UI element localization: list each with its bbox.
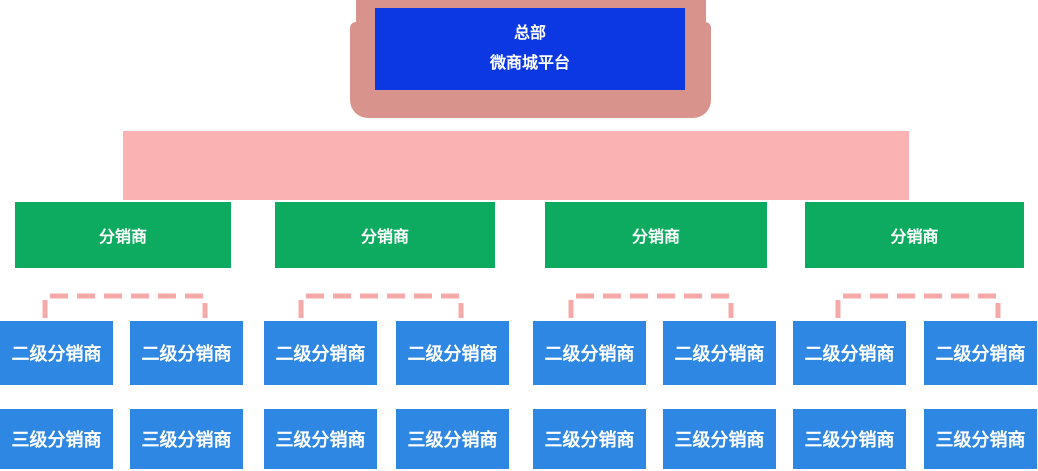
second-level-label: 二级分销商	[935, 344, 1026, 364]
third-level-label: 三级分销商	[275, 430, 366, 450]
distributor-node: 分销商	[15, 202, 231, 268]
second-level-node: 二级分销商	[663, 321, 776, 385]
second-level-label: 二级分销商	[11, 344, 102, 364]
second-level-label: 二级分销商	[804, 344, 895, 364]
distributor-label: 分销商	[360, 229, 409, 246]
dashed-bracket-connector	[42, 293, 208, 318]
second-level-node: 二级分销商	[396, 321, 509, 385]
distributor-label: 分销商	[98, 229, 147, 246]
distributor-node: 分销商	[545, 202, 767, 268]
distributor-label: 分销商	[631, 229, 680, 246]
third-level-node: 三级分销商	[793, 409, 906, 469]
third-level-node: 三级分销商	[533, 409, 646, 469]
root-node-subtitle: 微商城平台	[489, 55, 570, 72]
second-level-label: 二级分销商	[407, 344, 498, 364]
third-level-label: 三级分销商	[804, 430, 895, 450]
third-level-node: 三级分销商	[130, 409, 243, 469]
dashed-bracket-connector	[568, 293, 734, 318]
second-level-node: 二级分销商	[264, 321, 377, 385]
second-level-label: 二级分销商	[544, 344, 635, 364]
third-level-label: 三级分销商	[674, 430, 765, 450]
distributor-node: 分销商	[805, 202, 1024, 268]
distributor-label: 分销商	[890, 229, 939, 246]
third-level-label: 三级分销商	[935, 430, 1026, 450]
second-level-node: 二级分销商	[0, 321, 113, 385]
root-node-title: 总部	[513, 25, 546, 42]
third-level-node: 三级分销商	[396, 409, 509, 469]
second-level-node: 二级分销商	[793, 321, 906, 385]
third-level-label: 三级分销商	[407, 430, 498, 450]
second-level-label: 二级分销商	[275, 344, 366, 364]
distributor-node: 分销商	[275, 202, 495, 268]
connector-bar	[123, 131, 909, 200]
second-level-node: 二级分销商	[924, 321, 1037, 385]
third-level-node: 三级分销商	[663, 409, 776, 469]
third-level-label: 三级分销商	[141, 430, 232, 450]
third-level-label: 三级分销商	[11, 430, 102, 450]
second-level-node: 二级分销商	[533, 321, 646, 385]
second-level-node: 二级分销商	[130, 321, 243, 385]
dashed-bracket-connector	[835, 293, 1001, 318]
second-level-label: 二级分销商	[674, 344, 765, 364]
dashed-bracket-connector	[298, 293, 464, 318]
second-level-label: 二级分销商	[141, 344, 232, 364]
root-node: 总部 微商城平台	[375, 8, 685, 90]
third-level-node: 三级分销商	[264, 409, 377, 469]
third-level-label: 三级分销商	[544, 430, 635, 450]
third-level-node: 三级分销商	[0, 409, 113, 469]
third-level-node: 三级分销商	[924, 409, 1037, 469]
